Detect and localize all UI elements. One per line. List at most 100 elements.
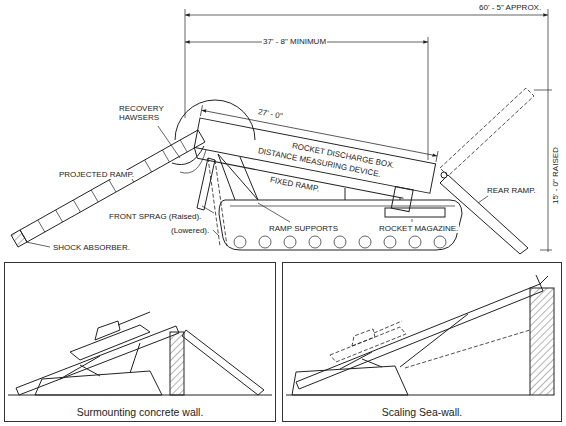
dimension-lines xyxy=(428,37,429,160)
projected-ramp xyxy=(38,220,45,232)
ramp-supports xyxy=(345,188,346,200)
label-text: PROJECTED RAMP. xyxy=(58,170,135,179)
wall-scene xyxy=(130,343,140,373)
dimension-label: 27' - 0" xyxy=(256,107,284,121)
wall-scene xyxy=(80,365,100,376)
dimension-lines xyxy=(185,15,548,16)
projected-ramp xyxy=(109,180,116,192)
tank-hull xyxy=(309,236,321,248)
projected-ramp xyxy=(162,150,169,162)
label-text: FRONT SPRAG (Raised). xyxy=(108,212,202,221)
front-sprag xyxy=(197,158,215,210)
rear-ramp xyxy=(441,172,447,178)
tank-hull xyxy=(259,236,271,248)
sea-wall-scene xyxy=(362,359,382,367)
wall-scene xyxy=(118,312,150,325)
part-label: SHOCK ABSORBER. xyxy=(52,243,131,252)
rocket-magazine xyxy=(385,208,445,217)
leader-lines xyxy=(478,196,488,203)
tank-hull xyxy=(284,236,296,248)
scene-panel: Scaling Sea-wall. xyxy=(282,262,562,422)
label-text: REAR RAMP. xyxy=(486,186,537,195)
part-label: ROCKET MAGAZINE. xyxy=(378,224,459,233)
projected-ramp xyxy=(91,190,98,202)
tank-hull xyxy=(359,236,371,248)
sea-wall-scene xyxy=(374,321,402,333)
sea-wall-scene xyxy=(286,275,554,395)
leader-lines xyxy=(26,126,488,247)
dimension-label: 15' - 0" RAISED xyxy=(551,146,560,205)
sea-wall-scene xyxy=(536,275,540,284)
scene-panel: Surmounting concrete wall. xyxy=(4,262,276,422)
label-text: ROCKET MAGAZINE. xyxy=(378,224,459,233)
pivot-arc xyxy=(175,100,255,140)
sea-wall-scene xyxy=(340,352,372,369)
projected-ramp xyxy=(180,140,187,152)
part-label: RAMP SUPPORTS xyxy=(268,224,339,233)
ramp-supports xyxy=(240,157,258,200)
leader-lines xyxy=(202,206,214,213)
sea-wall-scene xyxy=(405,330,530,368)
sea-wall-scene xyxy=(296,284,543,389)
leader-lines xyxy=(258,203,290,222)
ramp-supports xyxy=(218,154,235,200)
sea-wall-scene xyxy=(540,276,548,284)
ramp-supports xyxy=(400,197,401,200)
rocket-discharge-box xyxy=(436,151,438,162)
label-text: 15' - 0" RAISED xyxy=(551,146,560,205)
sea-wall-scene xyxy=(292,366,408,395)
dimension-lines xyxy=(534,90,552,91)
rocket-discharge-box xyxy=(200,105,202,116)
label-text: 37' - 8" MINIMUM xyxy=(262,37,327,46)
label-text: RAMP SUPPORTS xyxy=(268,224,339,233)
wall-scene xyxy=(170,332,184,395)
dimension-lines xyxy=(185,9,552,252)
wall-scene xyxy=(95,321,120,340)
wall-scene xyxy=(182,330,264,395)
projected-ramp xyxy=(145,160,152,172)
leader-lines xyxy=(213,230,219,236)
tank-hull xyxy=(234,236,446,248)
ramp-supports xyxy=(218,154,258,200)
sea-wall-scene xyxy=(352,329,375,346)
recovery-hawsers xyxy=(172,146,204,165)
tank-hull xyxy=(334,236,346,248)
rocket-magazine xyxy=(385,208,445,217)
tank-hull xyxy=(219,200,462,250)
dimension-lines xyxy=(548,9,549,252)
sea-wall-scene xyxy=(530,288,554,395)
tank-hull xyxy=(219,200,462,250)
dimension-label: 37' - 8" MINIMUM xyxy=(262,37,327,46)
projected-ramp xyxy=(73,200,80,212)
dimension-label: 60' - 5" APPROX. xyxy=(478,3,542,12)
label-text: 60' - 5" APPROX. xyxy=(478,3,542,12)
leader-lines xyxy=(26,242,50,247)
panel-caption: Scaling Sea-wall. xyxy=(380,406,465,418)
dimension-lines xyxy=(540,250,552,251)
label-text: (Lowered). xyxy=(170,226,210,235)
projected-ramp xyxy=(56,210,63,222)
label-text: 27' - 0" xyxy=(256,107,284,121)
tank-hull xyxy=(384,236,396,248)
shock-absorber xyxy=(11,230,27,247)
part-label: FRONT SPRAG (Raised). xyxy=(108,212,202,221)
tank-hull xyxy=(409,236,421,248)
wall-scene xyxy=(35,371,162,395)
dimension-lines xyxy=(185,9,186,118)
part-label: RECOVERY HAWSERS xyxy=(118,104,166,122)
rocket-discharge-box xyxy=(194,118,435,193)
rocket-discharge-box xyxy=(190,105,438,215)
recovery-hawsers xyxy=(180,150,206,173)
pivot-arc xyxy=(175,100,255,140)
part-label: (Lowered). xyxy=(170,226,210,235)
part-label: REAR RAMP. xyxy=(486,186,537,195)
leader-lines xyxy=(412,219,413,222)
recovery-hawsers xyxy=(172,146,206,173)
panel-caption: Surmounting concrete wall. xyxy=(75,406,206,418)
rear-ramp xyxy=(440,88,534,176)
wall-scene xyxy=(8,312,272,395)
label-text: SHOCK ABSORBER. xyxy=(52,243,131,252)
part-label: PROJECTED RAMP. xyxy=(58,170,135,179)
leader-lines xyxy=(158,126,180,158)
